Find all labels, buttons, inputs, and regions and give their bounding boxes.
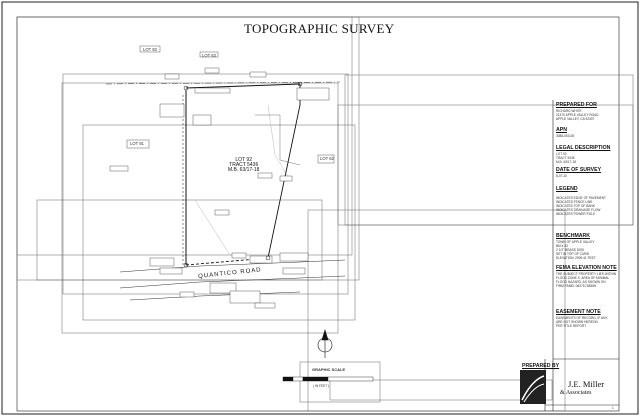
adjacent-lot-label: LOT 62	[320, 156, 334, 161]
legend-item: INDICATES FENCE LINE	[556, 200, 593, 204]
date-of-survey-heading: DATE OF SURVEY	[556, 167, 602, 173]
legal-line: LOT 92	[556, 152, 567, 156]
legend-item: INDICATES EDGE OF PAVEMENT	[556, 196, 606, 200]
prepared-for-line: 21370 APPLE VALLEY ROAD	[556, 113, 599, 117]
fema-note-line: FLOOD ZONE X, AREA OF MINIMAL	[556, 276, 610, 280]
lot-number: LOT 92	[235, 157, 252, 163]
logo-mark	[520, 370, 546, 404]
spot-elevation-boxes	[109, 45, 335, 309]
fema-note-line: FLOOD HAZARD, AS SHOWN ON	[556, 280, 606, 284]
legal-line: TRACT 5436	[556, 156, 575, 160]
benchmark-line: 2 1/2" BRASS DISK	[556, 248, 585, 252]
legend-item: INDICATES POWER POLE	[556, 212, 596, 216]
legend-heading: LEGEND	[556, 186, 578, 192]
power-poles	[183, 81, 303, 268]
legal-description-heading: LEGAL DESCRIPTION	[556, 145, 611, 151]
fema-note-heading: FEMA ELEVATION NOTE	[556, 265, 617, 271]
company-name-line2: & Associates	[560, 390, 592, 396]
legend-item: INDICATES DRAINAGE FLOW	[556, 208, 601, 212]
legend-item: INDICATES TOP OF BANK	[556, 204, 595, 208]
prepared-for-line: RICHARD WHITE	[556, 109, 582, 113]
property-lines	[105, 81, 341, 268]
lot-tract: TRACT 5436	[229, 162, 259, 168]
easement-note-line: ARE NOT SHOWN HEREON	[556, 320, 598, 324]
benchmark-heading: BENCHMARK	[556, 233, 591, 239]
drawing-title: TOPOGRAPHIC SURVEY	[244, 21, 395, 36]
easement-note-heading: EASEMENT NOTE	[556, 309, 601, 315]
adjacent-lot-label: LOT 63	[202, 53, 216, 58]
benchmark-line: SET IN TOP OF CURB	[556, 252, 589, 256]
overlay-frames	[16, 16, 634, 412]
apn-heading: APN	[556, 127, 567, 133]
sheet-number: 1	[612, 406, 614, 410]
fema-note-line: THE SUBJECT PROPERTY LIES WITHIN	[556, 272, 617, 276]
adjacent-lot-label: LOT 93	[143, 47, 157, 52]
lot-map-book: M.B. 63/17-18	[228, 167, 260, 173]
north-arrow	[317, 328, 333, 358]
prepared-for-line: APPLE VALLEY, CA 92307	[556, 117, 595, 121]
graphic-scale-unit: ( IN FEET )	[313, 384, 330, 388]
company-name: J.E. Miller	[568, 379, 605, 389]
graphic-scale-bar	[282, 376, 374, 382]
easement-note-line: PER TITLE REPORT	[556, 324, 587, 328]
apn-value: 3088-053-08	[556, 134, 575, 138]
lot-label: LOT 92 TRACT 5436 M.B. 63/17-18	[228, 158, 259, 173]
adjacent-lot-label: LOT 91	[130, 141, 144, 146]
prepared-by-heading: PREPARED BY	[522, 363, 560, 369]
inner-border	[16, 16, 620, 412]
prepared-for-heading: PREPARED FOR	[556, 102, 597, 108]
fema-note-line: FIRM PANEL 06071C5835H	[556, 284, 597, 288]
benchmark-line: ELEVATION: 2909.41 FEET	[556, 256, 596, 260]
legal-line: M.B. 63/17-18	[556, 160, 577, 164]
benchmark-line: TOWN OF APPLE VALLEY	[556, 240, 595, 244]
easement-note-line: EASEMENTS OF RECORD, IF ANY,	[556, 316, 609, 320]
graphic-scale-label: GRAPHIC SCALE	[312, 367, 346, 372]
date-of-survey-value: 8-07-20	[556, 174, 567, 178]
benchmark-line: BM # 33	[556, 244, 568, 248]
